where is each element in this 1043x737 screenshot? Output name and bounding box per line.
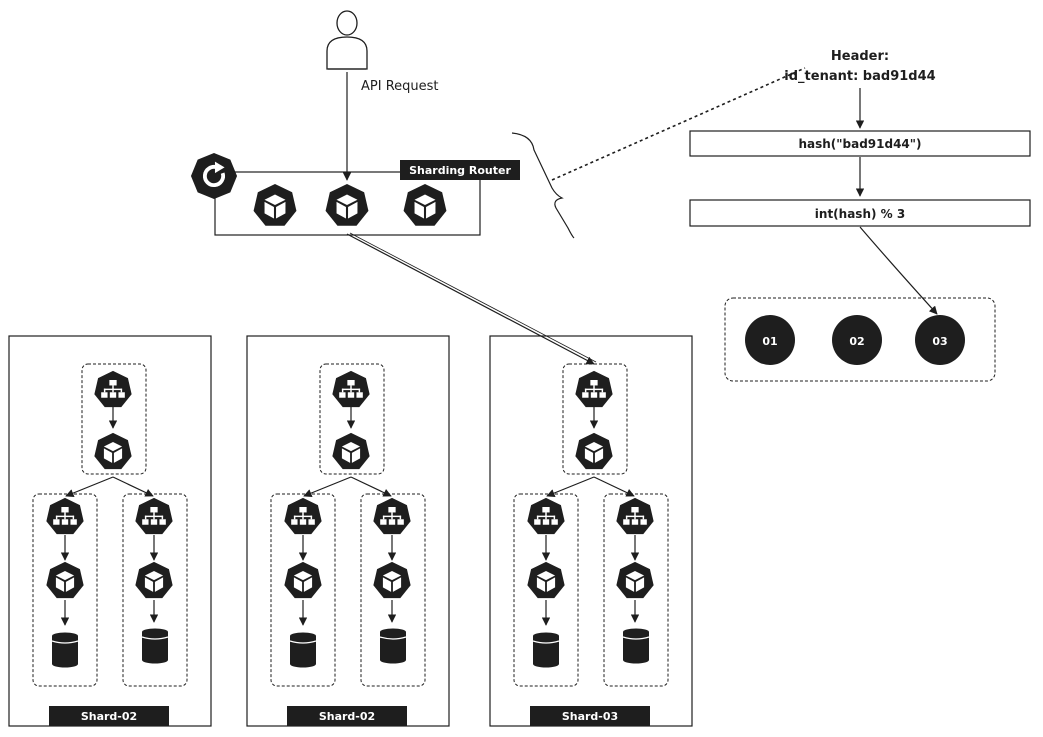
mod-step-label: int(hash) % 3 (815, 207, 905, 221)
database-icon (379, 628, 407, 664)
database-icon (622, 628, 650, 664)
api-request-label: API Request (361, 79, 439, 94)
shard-label: Shard-03 (562, 710, 618, 723)
header-title: Header: (831, 49, 889, 64)
cube-icon (253, 184, 297, 226)
cube-icon (332, 432, 370, 470)
cube-icon (616, 561, 654, 599)
header-tenant: id_tenant: bad91d44 (784, 69, 935, 84)
mod-arrow (859, 226, 938, 315)
cube-icon (46, 561, 84, 599)
sitemap-icon (575, 370, 613, 408)
sitemap-icon (135, 497, 173, 535)
sitemap-icon (94, 370, 132, 408)
bucket-label: 01 (762, 335, 777, 348)
shard-label: Shard-02 (81, 710, 137, 723)
cube-icon (575, 432, 613, 470)
route-arrow (346, 233, 595, 365)
cube-icon (325, 184, 369, 226)
user-icon (326, 10, 368, 70)
database-icon (51, 632, 79, 668)
bucket-label: 02 (849, 335, 864, 348)
shard-label: Shard-02 (319, 710, 375, 723)
router-label: Sharding Router (409, 164, 511, 177)
cube-icon (527, 561, 565, 599)
router-label-box (400, 160, 520, 180)
database-icon (532, 632, 560, 668)
database-icon (289, 632, 317, 668)
bucket-label: 03 (932, 335, 947, 348)
bucket-02: 02 (832, 315, 882, 365)
sitemap-icon (332, 370, 370, 408)
cube-icon (135, 561, 173, 599)
cube-icon (94, 432, 132, 470)
sitemap-icon (616, 497, 654, 535)
hash-step-box (689, 130, 1031, 157)
cube-icon (284, 561, 322, 599)
bucket-03: 03 (915, 315, 965, 365)
hash-step-label: hash("bad91d44") (798, 137, 921, 151)
refresh-icon (190, 152, 238, 200)
sitemap-icon (284, 497, 322, 535)
cube-icon (403, 184, 447, 226)
sitemap-icon (527, 497, 565, 535)
sitemap-icon (46, 497, 84, 535)
cube-icon (373, 561, 411, 599)
sitemap-icon (373, 497, 411, 535)
dashed-link (551, 67, 806, 181)
router-brace (511, 132, 575, 239)
shard-panel-1 (8, 335, 212, 727)
shard-panel-2 (246, 335, 450, 727)
mod-step-box (689, 199, 1031, 227)
sharding-router: Sharding Router (190, 152, 520, 236)
database-icon (141, 628, 169, 664)
bucket-group (724, 297, 996, 382)
shard-panel-3 (489, 335, 693, 727)
bucket-01: 01 (745, 315, 795, 365)
route-arrow-stroke (349, 232, 597, 363)
